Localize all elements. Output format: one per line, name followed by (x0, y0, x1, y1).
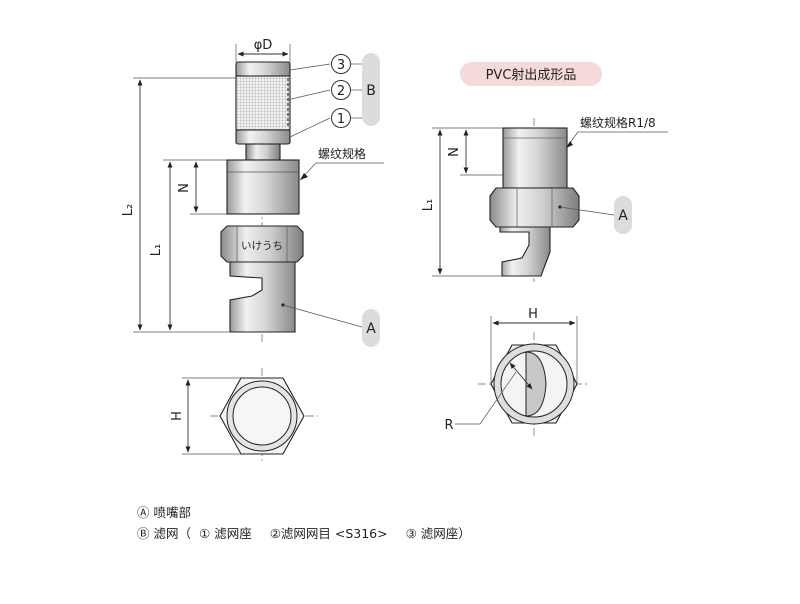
r-label: R (444, 418, 453, 433)
threaded-body (226, 159, 300, 215)
pvc-title-badge (460, 62, 602, 86)
legend-item-3: ③ 滤网座） (405, 526, 471, 541)
pvc-hex (489, 187, 580, 228)
l2-label: L₂ (121, 204, 136, 216)
badge-b (362, 53, 380, 126)
strainer-top-seat (235, 61, 291, 77)
n-label: N (177, 183, 192, 193)
badge-a-left (362, 309, 380, 347)
hex-inner-circle (232, 386, 292, 446)
callout-1-circle (331, 108, 351, 128)
callout-2-circle (331, 80, 351, 100)
phi-d-label: φD (254, 38, 273, 53)
badge-b-label: B (366, 83, 376, 99)
badge-a-right-label: A (618, 208, 628, 224)
leader-3 (289, 63, 331, 71)
legend-item-1: ① 滤网座 (199, 526, 252, 541)
right-side-view: L₁ N 螺纹规格R1/8 A (421, 115, 668, 282)
callout-2-label: 2 (337, 84, 345, 99)
left-hex-view: H (170, 368, 318, 464)
r-dimension (509, 362, 533, 390)
callout-1-label: 1 (337, 112, 345, 127)
left-side-view: いけうち φD L₂ L₁ N 3 2 1 (121, 38, 384, 347)
callout-3-label: 3 (337, 58, 345, 73)
l1-label: L₁ (149, 244, 164, 256)
thread-spec-leader (299, 162, 384, 181)
pvc-title-group: PVC射出成形品 (460, 62, 602, 86)
thread-spec-r18-leader (565, 131, 668, 149)
right-bottom-view: H R (444, 307, 590, 436)
thread-spec-label: 螺纹规格 (318, 146, 366, 161)
strainer-bottom-seat (235, 129, 291, 145)
pvc-title: PVC射出成形品 (486, 67, 577, 83)
thread-spec-r18-label: 螺纹规格R1/8 (580, 115, 656, 130)
badge-a-right (614, 196, 632, 234)
nozzle-tip (229, 261, 296, 333)
hex-nut (220, 225, 304, 263)
nut-stamp: いけうち (241, 240, 283, 252)
h-label-right: H (528, 307, 538, 322)
legend-text-b: 滤网（ (153, 526, 192, 541)
leader-a-left (282, 304, 363, 328)
legend-item-2: ②滤网网目 <S316> (269, 526, 388, 541)
pvc-tip (499, 226, 551, 277)
legend-mark-a: Ⓐ (137, 505, 150, 520)
n-label-right: N (447, 147, 462, 157)
leader-2 (286, 89, 331, 101)
legend-text-a: 喷嘴部 (153, 505, 192, 520)
badge-a-left-label: A (366, 321, 376, 337)
leader-1 (289, 117, 331, 138)
pvc-thread-body (502, 127, 568, 189)
legend-mark-b: Ⓑ (137, 526, 150, 541)
strainer-mesh (235, 75, 291, 131)
strainer-neck (245, 143, 281, 161)
r-leader (455, 371, 517, 425)
callout-3-circle (331, 54, 351, 74)
l1-label-right: L₁ (421, 199, 436, 211)
leader-a-right (559, 206, 615, 216)
h-label-left: H (170, 411, 185, 421)
